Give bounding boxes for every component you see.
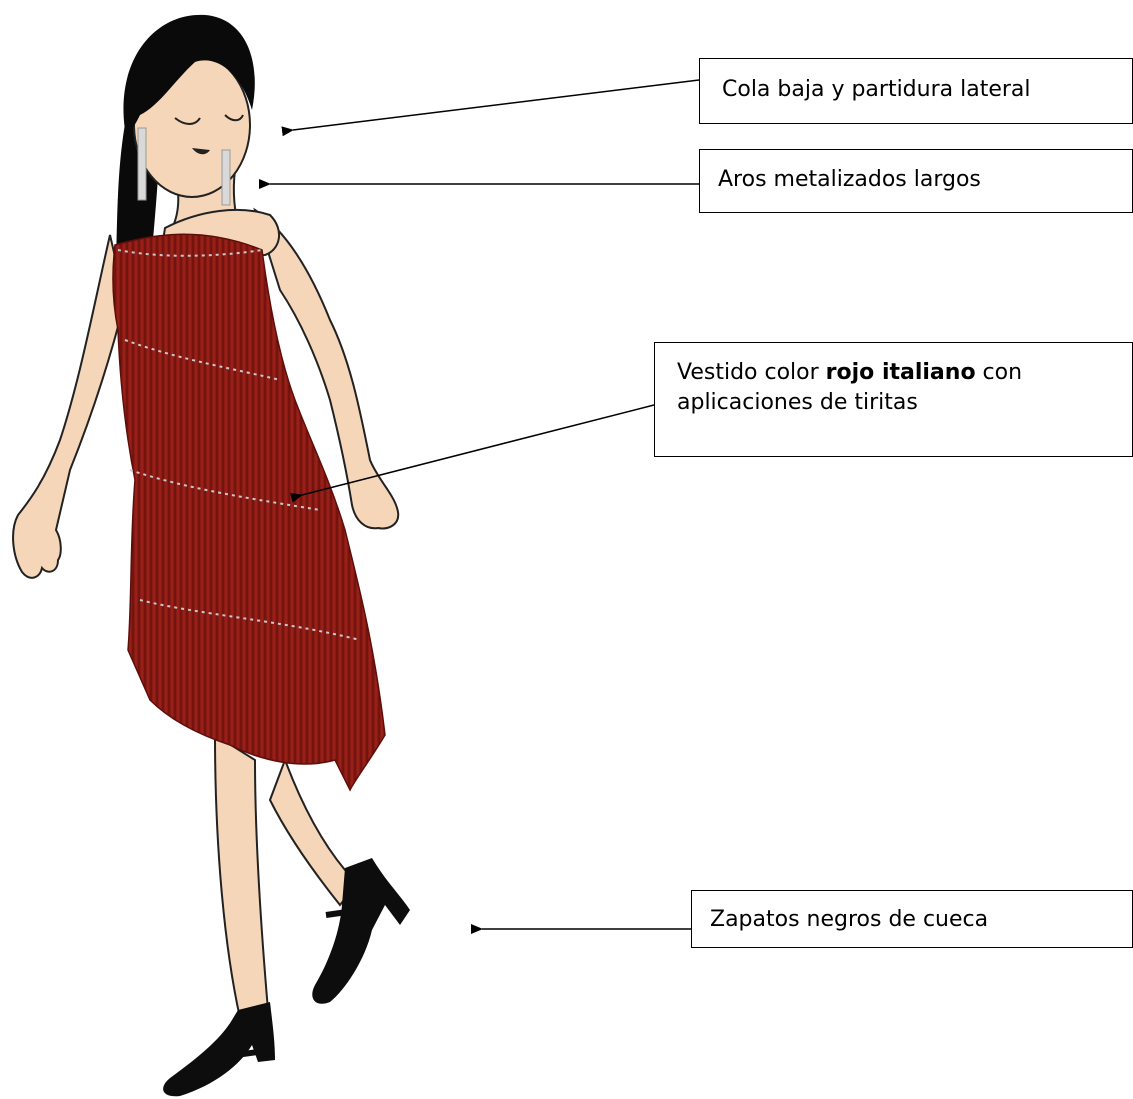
left-arm [13, 235, 125, 578]
front-leg [215, 735, 268, 1018]
arrow-hair [293, 80, 699, 130]
label-earrings: Aros metalizados largos [699, 149, 1133, 213]
label-shoes: Zapatos negros de cueca [691, 890, 1133, 948]
label-dress: Vestido color rojo italiano con aplicaci… [654, 342, 1133, 457]
label-dress-text-bold: rojo italiano [826, 360, 976, 385]
label-dress-line2: aplicaciones de tiritas [677, 390, 918, 415]
label-earrings-text: Aros metalizados largos [718, 167, 981, 192]
earring-right [222, 150, 230, 205]
label-dress-text-before: Vestido color [677, 360, 826, 385]
label-hair-text: Cola baja y partidura lateral [722, 77, 1031, 102]
label-shoes-text: Zapatos negros de cueca [710, 907, 988, 932]
dancer-illustration [13, 15, 410, 1096]
label-hair: Cola baja y partidura lateral [699, 58, 1133, 124]
label-dress-text-after: con [976, 360, 1023, 385]
red-dress [113, 234, 385, 790]
earring-left [138, 128, 146, 200]
